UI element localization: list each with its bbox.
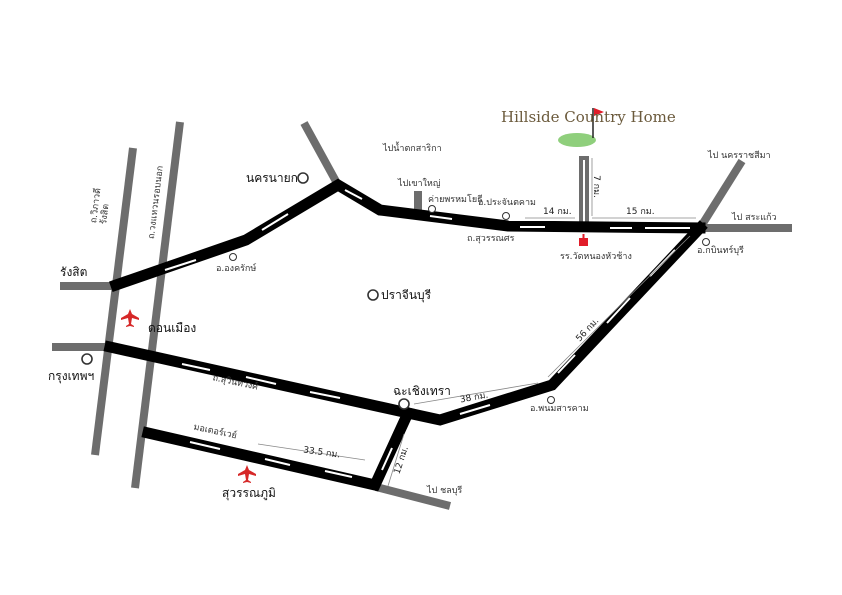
label-road-vibhavadi: ถ.วิภาวดีรังสิต: [89, 187, 112, 226]
label-to-sa-kaeo: ไป สระแก้ว: [732, 213, 777, 223]
phanom-sarakham-marker: [547, 396, 555, 404]
nakhon-nayok-marker: [297, 172, 309, 184]
ongkharak-marker: [229, 253, 237, 261]
label-camp: ค่ายพรหมโยธี: [428, 195, 483, 205]
kabinburi-marker: [702, 238, 710, 246]
golf-green-icon: [558, 133, 596, 147]
route-north: [109, 178, 706, 292]
prachantakham-marker: [502, 212, 510, 220]
flag-icon: [594, 108, 604, 116]
distance-15km: 15 กม.: [626, 207, 655, 217]
label-to-waterfall: ไปน้ำตกสาริกา: [383, 144, 442, 154]
road-outer-ring: [131, 121, 184, 489]
label-to-korat: ไป นครราชสีมา: [708, 151, 771, 161]
prachinburi-marker: [367, 289, 379, 301]
label-to-chonburi: ไป ชลบุรี: [427, 486, 463, 496]
bangkok-marker: [81, 353, 93, 365]
road-to-korat: [696, 158, 746, 231]
label-suvarnabhumi: สุวรรณภูมิ: [222, 486, 276, 500]
label-prachantakham: อ.ประจันตคาม: [478, 198, 536, 208]
road-to-waterfall: [300, 121, 342, 187]
road-to-chonburi: [375, 483, 451, 510]
road-vibhavadi: [91, 147, 137, 456]
airplane-icon-suvarnabhumi: [238, 465, 256, 483]
distance-14km: 14 กม.: [543, 207, 572, 217]
label-chachoengsao: ฉะเชิงเทรา: [393, 384, 451, 398]
label-to-khao-yai: ไปเขาใหญ่: [398, 179, 441, 189]
route-diagonal: [401, 220, 708, 426]
label-nakhon-nayok: นครนายก: [246, 171, 298, 185]
label-ongkharak: อ.องครักษ์: [216, 264, 257, 274]
label-donmueang: ดอนเมือง: [148, 321, 197, 335]
label-school: รร.วัดหนองหัวช้าง: [560, 252, 632, 262]
route-east: [141, 405, 416, 492]
map-title: Hillside Country Home: [501, 108, 676, 126]
label-kabinburi: อ.กบินทร์บุรี: [697, 246, 744, 256]
school-icon: [579, 234, 588, 246]
chachoengsao-marker: [398, 398, 410, 410]
label-prachinburi: ปราจีนบุรี: [381, 288, 432, 302]
camp-marker: [428, 205, 436, 213]
label-road-suwannasorn: ถ.สุวรรณศร: [467, 234, 515, 244]
label-rangsit: รังสิต: [60, 265, 88, 279]
airplane-icon-donmueang: [121, 309, 139, 327]
label-phanom-sarakham: อ.พนมสารคาม: [530, 404, 589, 414]
distance-7km: 7 กม.: [590, 175, 601, 198]
label-bangkok: กรุงเทพฯ: [48, 369, 95, 383]
